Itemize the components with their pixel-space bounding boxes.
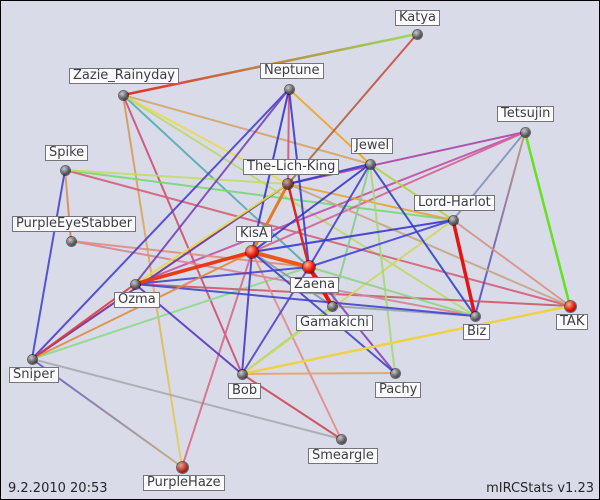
- node-jewel: [365, 159, 375, 169]
- node-purplehaze: [176, 461, 188, 473]
- edge-zazie-biz: [122, 94, 476, 317]
- label-ozma: Ozma: [114, 292, 160, 308]
- edge-tetsujin-tak: [523, 131, 572, 307]
- edge-tak-bob: [241, 304, 571, 376]
- edge-ozma-lich: [134, 183, 289, 285]
- label-bob: Bob: [228, 383, 262, 399]
- edge-neptune-zaena: [288, 88, 310, 268]
- edge-zaena-biz: [308, 266, 476, 317]
- edge-kisa-purplehaze: [181, 251, 253, 468]
- generated-timestamp: 9.2.2010 20:53: [8, 481, 108, 496]
- edge-tetsujin-ozma: [134, 131, 526, 285]
- edge-tetsujin-biz: [474, 131, 526, 317]
- label-purplehaze: PurpleHaze: [143, 475, 225, 491]
- edge-lich-zaena: [286, 183, 311, 268]
- edge-kisa-harlot: [251, 219, 454, 253]
- edge-tak-ozma: [134, 283, 571, 307]
- edge-kisa-smeargle: [251, 251, 342, 440]
- edge-lich-sniper: [31, 183, 289, 360]
- label-sniper: Sniper: [9, 367, 59, 383]
- edge-zazie-bob: [122, 94, 243, 375]
- label-zaena: Zaena: [290, 277, 340, 293]
- edge-sniper-smeargle: [31, 358, 342, 440]
- edge-sniper-neptune: [31, 88, 290, 360]
- edge-pes-biz: [70, 240, 476, 317]
- node-katya: [412, 29, 422, 39]
- edge-harlot-biz: [451, 219, 477, 317]
- edge-kisa-zaena: [251, 250, 310, 269]
- edge-sniper-spike: [31, 169, 66, 360]
- edge-kisa-pachy: [251, 251, 396, 374]
- label-lich: The-Lich-King: [243, 159, 340, 175]
- edge-tak-harlot: [452, 219, 571, 307]
- label-harlot: Lord-Harlot: [414, 195, 495, 211]
- node-zaena: [303, 261, 315, 273]
- edge-spike-harlot: [64, 169, 454, 221]
- node-kisa: [246, 246, 258, 258]
- generator-version: mIRCStats v1.23: [486, 481, 594, 496]
- edge-kisa-ozma: [134, 250, 253, 286]
- edge-tak-lich: [287, 183, 571, 307]
- edge-biz-ozma: [134, 283, 476, 317]
- label-kisa: KisA: [236, 226, 272, 242]
- edge-bob-harlot: [241, 219, 454, 375]
- node-sniper: [27, 354, 37, 364]
- edge-neptune-ozma: [134, 88, 290, 285]
- label-tak: TAK: [556, 314, 589, 330]
- node-neptune: [284, 84, 294, 94]
- label-biz: Biz: [463, 324, 491, 340]
- edge-harlot-lich: [287, 183, 454, 221]
- node-pes: [66, 236, 76, 246]
- node-ozma: [130, 279, 140, 289]
- label-spike: Spike: [45, 145, 89, 161]
- label-pachy: Pachy: [375, 382, 422, 398]
- node-spike: [60, 165, 70, 175]
- label-smeargle: Smeargle: [308, 448, 378, 464]
- label-jewel: Jewel: [351, 138, 394, 154]
- node-tak: [564, 300, 576, 312]
- edge-jewel-pachy: [369, 163, 396, 374]
- node-pachy: [390, 368, 400, 378]
- edge-zaena-harlot: [308, 219, 454, 268]
- node-smeargle: [336, 434, 346, 444]
- edge-ozma-zaena: [134, 266, 310, 285]
- node-bob: [237, 369, 247, 379]
- label-neptune: Neptune: [260, 63, 324, 79]
- edge-kisa-bob: [241, 251, 253, 375]
- node-zazie: [118, 90, 128, 100]
- edge-jewel-zaena: [308, 163, 371, 268]
- edge-bob-pachy: [241, 372, 396, 375]
- edge-jewel-biz: [369, 163, 476, 317]
- label-gamakichi: Gamakichi: [296, 315, 373, 331]
- label-katya: Katya: [395, 10, 441, 26]
- node-tetsujin: [520, 127, 530, 137]
- label-pes: PurpleEyeStabber: [12, 216, 137, 232]
- node-harlot: [448, 215, 458, 225]
- edge-zazie-jewel: [122, 94, 371, 165]
- edge-spike-lich: [64, 169, 289, 185]
- node-biz: [470, 311, 480, 321]
- label-tetsujin: Tetsujin: [497, 106, 555, 122]
- edge-spike-tak: [64, 169, 571, 307]
- node-gamakichi: [327, 301, 337, 311]
- node-lich: [283, 179, 293, 189]
- label-zazie: Zazie_Rainyday: [69, 68, 179, 84]
